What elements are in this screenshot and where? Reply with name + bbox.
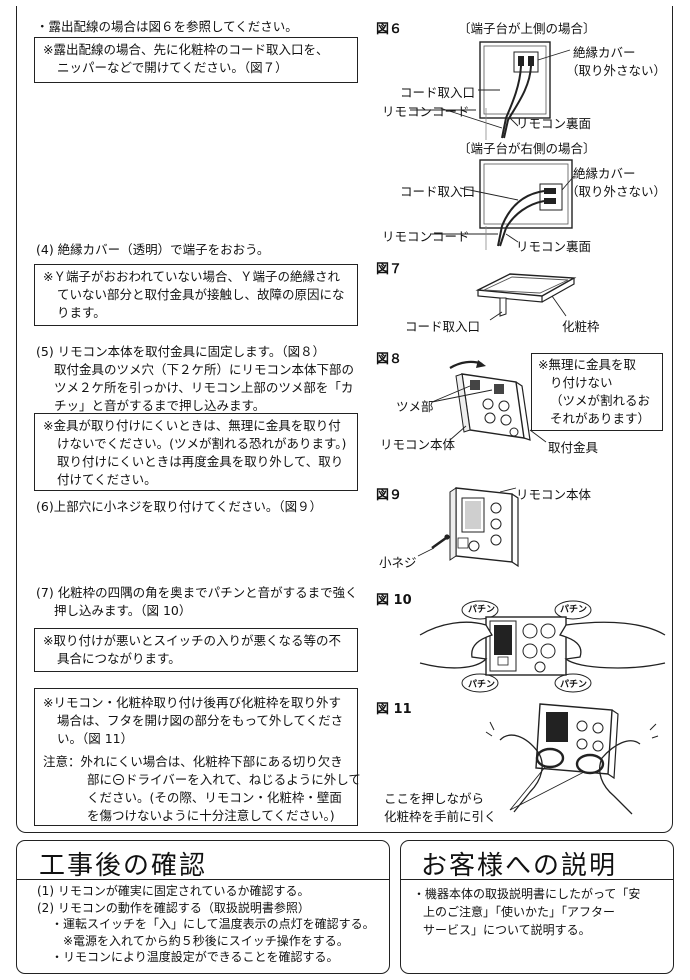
customer-explanation-divider xyxy=(401,879,673,880)
step5-line3: ツメ２ケ所を引っかけ、リモコン上部のツメ部を「カ xyxy=(54,380,354,395)
fig8-note-line1: ※無理に金具を取 xyxy=(538,357,636,372)
fig6-top-case: 〔端子台が上側の場合〕 xyxy=(458,21,596,36)
post-install-check-box: 工事後の確認 (1) リモコンが確実に固定されているか確認する。 (2) リモコ… xyxy=(16,840,390,974)
note4-line1: ※取り付けが悪いとスイッチの入りが悪くなる等の不 xyxy=(43,633,341,648)
step7-line1: (7) 化粧枠の四隅の角を奥までパチンと音がするまで強く xyxy=(36,585,358,600)
post-install-check-lines: (1) リモコンが確実に固定されているか確認する。 (2) リモコンの動作を確認… xyxy=(37,883,375,966)
note2-line1: ※Ｙ端子がおおわれていない場合、Ｙ端子の絶縁され xyxy=(43,269,340,284)
fig6-right-case: 〔端子台が右側の場合〕 xyxy=(458,141,596,156)
fig8-note-line4: それがあります） xyxy=(550,411,651,426)
step5-line4: チッ」と音がするまで押し込みます。 xyxy=(54,398,266,413)
cord-inlet-2: コード取入口 xyxy=(400,184,476,199)
insulation-cover-1: 絶縁カバー xyxy=(573,45,636,60)
explain-line2: 上のご注意」「使いかた」「アフター xyxy=(423,905,616,919)
fig10-label: 図 10 xyxy=(376,593,412,608)
cord-inlet-3: コード取入口 xyxy=(405,319,481,334)
decor-frame-label: 化粧枠 xyxy=(562,319,600,334)
fig8-note-line2: り付けない xyxy=(550,375,613,390)
note-box-4: ※取り付けが悪いとスイッチの入りが悪くなる等の不 具合につながります。 xyxy=(34,628,358,672)
fig6-top-diagram xyxy=(410,41,571,140)
customer-explanation-title: お客様への説明 xyxy=(421,851,618,881)
check-line4: ※電源を入れてから約５秒後にスイッチ操作をする。 xyxy=(63,933,349,948)
fig11-caption-line1: ここを押しながら xyxy=(384,791,485,806)
caution-text2b: ドライバーを入れて、ねじるように外して xyxy=(125,772,361,787)
snap-label-bl: パチン xyxy=(468,680,496,690)
note5-line1: ※リモコン・化粧枠取り付け後再び化粧枠を取り外す xyxy=(43,695,341,710)
fig7-diagram xyxy=(475,273,577,321)
caution-label: 注意： xyxy=(43,754,81,769)
note2-line2: ていない部分と取付金具が接触し、故障の原因にな xyxy=(57,287,345,302)
small-screw-label: 小ネジ xyxy=(379,555,417,570)
customer-explanation-lines: ・機器本体の取扱説明書にしたがって「安 上のご注意」「使いかた」「アフター サー… xyxy=(413,885,640,939)
remote-back-1: リモコン裏面 xyxy=(516,116,592,131)
post-install-check-divider xyxy=(17,879,389,880)
explain-line1: ・機器本体の取扱説明書にしたがって「安 xyxy=(413,887,641,901)
snap-label-tr: パチン xyxy=(560,605,588,615)
tab-label: ツメ部 xyxy=(396,399,434,414)
check-line5: ・リモコンにより温度設定ができることを確認する。 xyxy=(51,950,339,964)
insulation-cover-2: 絶縁カバー xyxy=(573,166,636,181)
note-box-5: ※リモコン・化粧枠取り付け後再び化粧枠を取り外す 場合は、フタを開け図の部分をも… xyxy=(34,688,361,826)
caution-text1: 外れにくい場合は、化粧枠下部にある切り欠き xyxy=(80,754,343,769)
minus-driver-icon xyxy=(113,774,125,785)
fig8-note-line3: （ツメが割れるお xyxy=(550,393,651,408)
remote-body-label-2: リモコン本体 xyxy=(516,487,592,502)
post-install-check-title: 工事後の確認 xyxy=(39,851,208,881)
caution-line4: を傷つけないように十分注意してください。) xyxy=(87,808,335,823)
step-4: (4) 絶縁カバー（透明）で端子をおおう。 xyxy=(36,242,270,257)
note3-line2: けないでください。(ツメが割れる恐れがあります。) xyxy=(57,436,347,451)
fig11-diagram xyxy=(485,703,659,815)
note-box-2: ※Ｙ端子がおおわれていない場合、Ｙ端子の絶縁され ていない部分と取付金具が接触し… xyxy=(34,264,358,326)
do-not-remove-1: （取り外さない） xyxy=(566,63,667,78)
note3-line4: 付けてください。 xyxy=(57,472,157,487)
step-7: (7) 化粧枠の四隅の角を奥までパチンと音がするまで強く 押し込みます。（図 1… xyxy=(36,584,358,620)
customer-explanation-box: お客様への説明 ・機器本体の取扱説明書にしたがって「安 上のご注意」「使いかた」… xyxy=(400,840,674,974)
step-5: (5) リモコン本体を取付金具に固定します。（図８） 取付金具のツメ穴（下２ケ所… xyxy=(36,343,354,415)
note5-line2: 場合は、フタを開け図の部分をもって外してくださ xyxy=(57,713,344,728)
fig8-label: 図８ xyxy=(376,352,403,367)
do-not-remove-2: （取り外さない） xyxy=(566,184,667,199)
cord-inlet-1: コード取入口 xyxy=(400,85,476,100)
caution-line3: ください。(その際、リモコン・化粧枠・壁面 xyxy=(87,790,342,805)
caution-line2: 部にドライバーを入れて、ねじるように外して xyxy=(43,771,361,789)
caution-line1: 注意：外れにくい場合は、化粧枠下部にある切り欠き xyxy=(43,753,349,771)
step5-line1: (5) リモコン本体を取付金具に固定します。（図８） xyxy=(36,344,326,359)
caution-text2a: 部に xyxy=(87,772,113,787)
note1-line1: ※露出配線の場合、先に化粧枠のコード取入口を、 xyxy=(43,42,329,57)
note-box-1: ※露出配線の場合、先に化粧枠のコード取入口を、 ニッパーなどで開けてください。（… xyxy=(34,37,358,83)
bracket-label: 取付金具 xyxy=(548,440,599,455)
fig6-right-diagram xyxy=(430,159,575,250)
fig7-label: 図７ xyxy=(376,262,403,277)
fig9-diagram xyxy=(417,487,519,568)
exposed-wiring-line: ・露出配線の場合は図６を参照してください。 xyxy=(36,19,298,34)
check-line2: (2) リモコンの動作を確認する（取扱説明書参照） xyxy=(37,900,310,915)
note-box-3: ※金具が取り付けにくいときは、無理に金具を取り付 けないでください。(ツメが割れ… xyxy=(34,413,358,491)
note4-line2: 具合につながります。 xyxy=(57,651,181,666)
fig10-diagram xyxy=(419,600,666,693)
note5-line3: い。（図 11） xyxy=(57,731,134,746)
remote-body-label-1: リモコン本体 xyxy=(380,437,456,452)
step5-line2: 取付金具のツメ穴（下２ケ所）にリモコン本体下部の xyxy=(54,362,355,377)
note2-line3: ります。 xyxy=(57,305,106,320)
note1-line2: ニッパーなどで開けてください。（図７） xyxy=(57,60,288,75)
explain-line3: サービス」について説明する。 xyxy=(423,923,591,937)
note3-line3: 取り付けにくいときは再度金具を取り外して、取り xyxy=(57,454,344,469)
note3-line1: ※金具が取り付けにくいときは、無理に金具を取り付 xyxy=(43,418,341,433)
step7-line2: 押し込みます。（図 10） xyxy=(54,603,192,618)
fig11-label: 図 11 xyxy=(376,702,412,717)
main-frame xyxy=(16,6,673,833)
fig11-caption-line2: 化粧枠を手前に引く xyxy=(384,809,497,824)
remote-back-2: リモコン裏面 xyxy=(516,239,592,254)
fig8-note-box: ※無理に金具を取 り付けない （ツメが割れるお それがあります） xyxy=(531,353,663,431)
fig6-label: 図６ xyxy=(376,22,403,37)
snap-label-br: パチン xyxy=(560,680,588,690)
snap-label-tl: パチン xyxy=(468,605,496,615)
fig8-diagram xyxy=(431,360,547,443)
remote-cord-1: リモコンコード xyxy=(382,104,470,119)
check-line1: (1) リモコンが確実に固定されているか確認する。 xyxy=(37,884,310,898)
check-line3: ・運転スイッチを「入」にして温度表示の点灯を確認する。 xyxy=(51,917,375,931)
step-6: (6)上部穴に小ネジを取り付けてください。（図９） xyxy=(36,499,323,514)
fig9-label: 図９ xyxy=(376,488,403,503)
remote-cord-2: リモコンコード xyxy=(382,229,470,244)
